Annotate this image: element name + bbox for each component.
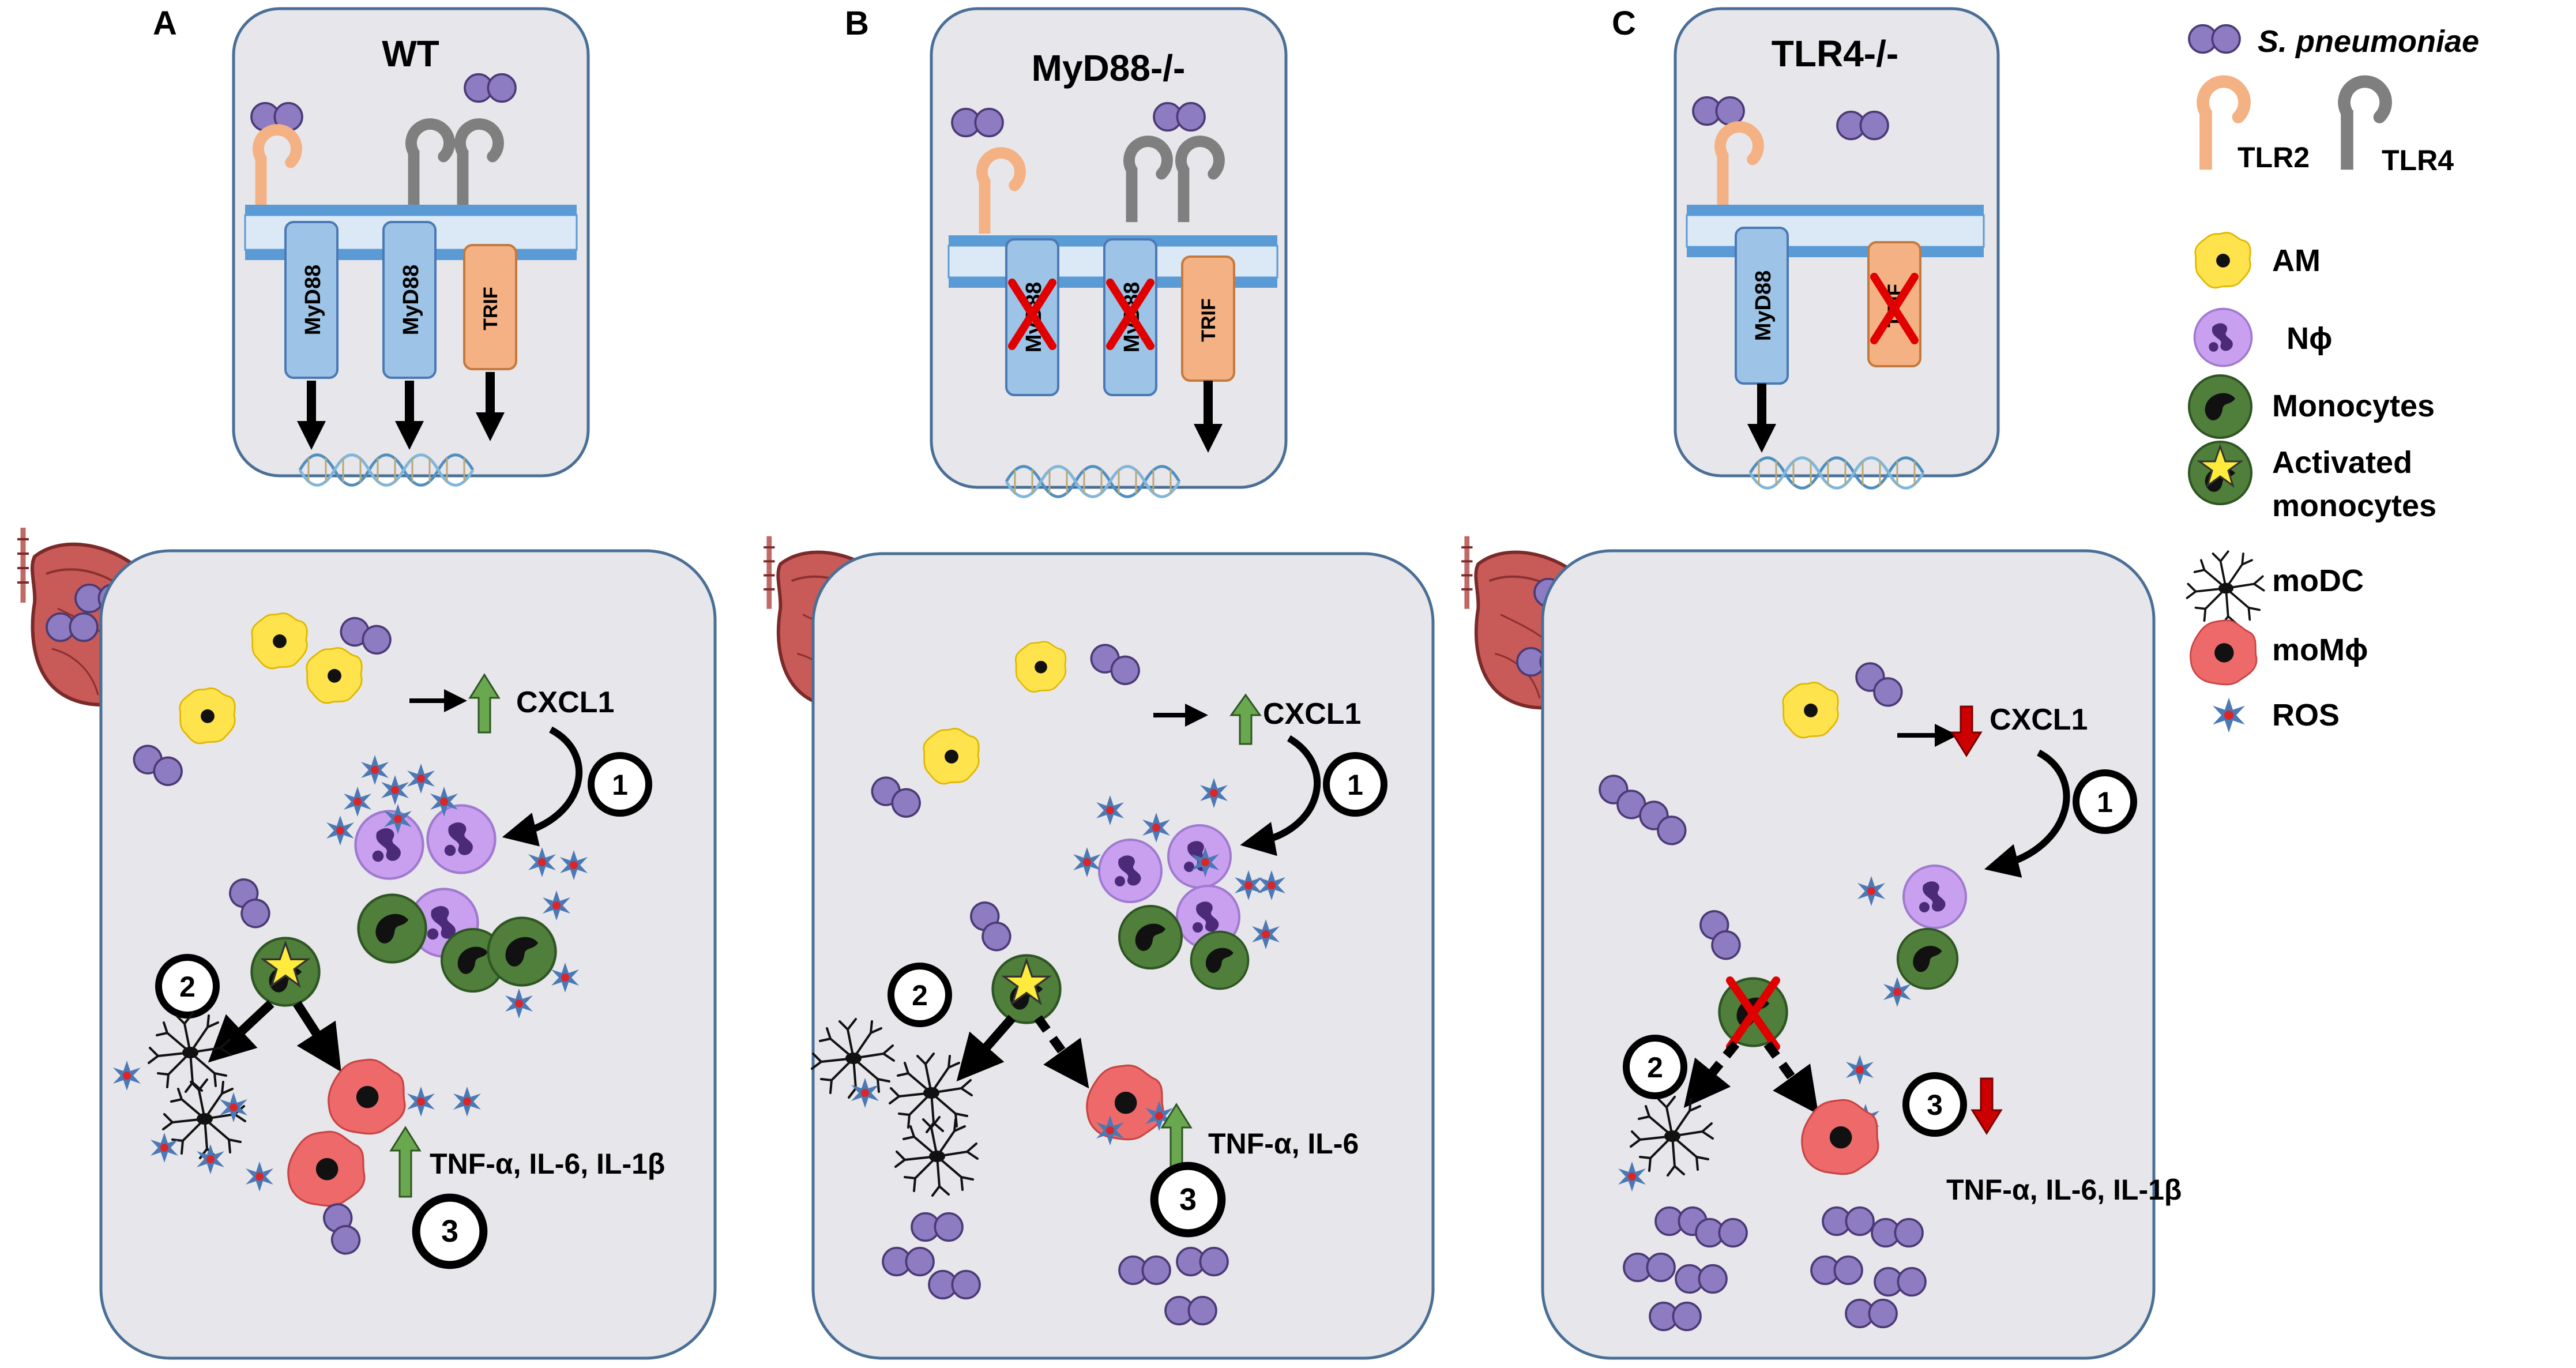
knockout-x-icon: [1008, 279, 1155, 350]
macrophage-icon: [2190, 619, 2258, 686]
legend-label: moDC: [2272, 563, 2364, 598]
svg-text:1: 1: [2097, 786, 2113, 818]
ros-icon: [2213, 697, 2245, 733]
cxcl1-label: CXCL1: [1990, 703, 2088, 736]
svg-text:MyD88: MyD88: [301, 265, 325, 336]
membrane: [1687, 205, 1984, 215]
genotype-title: TLR4-/-: [1772, 33, 1898, 74]
knockout-x-icon: [1726, 976, 1780, 1051]
svg-text:2: 2: [1647, 1051, 1663, 1084]
monocyte-icon: [359, 895, 426, 963]
cytokine-down-arrow: [1970, 1077, 2003, 1135]
neutrophil-icon: [2193, 307, 2253, 367]
macrophage-icon: [328, 1058, 406, 1135]
tissue-box: CXCL1 1 2 3 TNF-α, IL-6, IL: [1541, 549, 2182, 1360]
cxcl1-up-arrow: [1229, 693, 1262, 745]
signaling-box: WT MyD88 MyD88 TRIF: [232, 7, 590, 485]
myd88-adaptor: [284, 221, 339, 379]
signaling-box: MyD88-/- MyD88 MyD88 TRIF: [930, 7, 1288, 497]
monocyte-icon: [2188, 374, 2252, 439]
alveolar-macrophage-icon: [1014, 641, 1067, 693]
monocyte-icon: [1118, 905, 1183, 969]
trif-adaptor: [463, 244, 517, 370]
monocyte-icon: [1190, 930, 1250, 990]
svg-text:TRIF: TRIF: [1198, 298, 1220, 342]
neutrophil-icon: [356, 811, 423, 879]
panel-letter: B: [845, 5, 869, 42]
genotype-title: MyD88-/-: [1032, 47, 1186, 89]
neutrophil-icon: [1902, 865, 1967, 929]
legend-label: Activated: [2272, 445, 2412, 480]
alveolar-macrophage-icon: [1782, 681, 1839, 739]
monocyte-icon: [488, 918, 556, 986]
svg-text:3: 3: [1179, 1182, 1197, 1217]
legend-label: AM: [2272, 243, 2321, 278]
myd88-adaptor: [382, 221, 437, 379]
svg-text:MyD88: MyD88: [1751, 270, 1776, 341]
cxcl1-down-arrow: [1950, 705, 1983, 757]
svg-text:2: 2: [179, 971, 195, 1003]
cxcl1-up-arrow: [468, 673, 501, 734]
cxcl1-label: CXCL1: [1263, 697, 1361, 731]
svg-text:1: 1: [612, 769, 628, 801]
legend-label: S. pneumoniae: [2258, 24, 2479, 59]
legend-label: Monocytes: [2272, 389, 2435, 423]
alveolar-macrophage-icon: [923, 727, 980, 785]
panel-b: B MyD88-/- MyD88 MyD88 TRIF: [764, 5, 1435, 1360]
cytokine-label: TNF-α, IL-6: [1208, 1128, 1359, 1160]
alveolar-macrophage-icon: [251, 612, 308, 670]
svg-text:TRIF: TRIF: [480, 287, 502, 330]
panel-letter: A: [153, 5, 177, 42]
tissue-box: CXCL1 1 2: [811, 552, 1435, 1360]
cxcl1-label: CXCL1: [516, 686, 614, 719]
signaling-box: TLR4-/- MyD88 TRIF: [1674, 7, 2000, 488]
neutrophil-icon: [428, 806, 495, 873]
activated-monocyte-icon: [993, 956, 1061, 1023]
legend-label: TLR4: [2382, 144, 2454, 176]
neutrophil-icon: [1098, 839, 1163, 903]
cytokine-label: TNF-α, IL-6, IL-1β: [1946, 1174, 2182, 1206]
membrane: [245, 205, 577, 215]
legend-label: Nϕ: [2287, 321, 2332, 356]
macrophage-icon: [1801, 1099, 1879, 1175]
alveolar-macrophage-icon: [306, 647, 363, 704]
svg-text:3: 3: [1927, 1089, 1943, 1121]
knockout-x-icon: [1870, 273, 1919, 344]
panel-a: A WT MyD88 MyD88 TRIF: [17, 5, 717, 1360]
cytokine-up-arrow: [389, 1126, 422, 1198]
svg-text:MyD88: MyD88: [399, 265, 423, 336]
macrophage-icon: [287, 1130, 366, 1207]
legend: S. pneumoniae TLR2 TLR4 AM Nϕ Monocytes …: [2186, 24, 2479, 733]
alveolar-macrophage-icon: [2194, 231, 2251, 289]
macrophage-icon: [1086, 1064, 1164, 1141]
legend-label: monocytes: [2272, 488, 2436, 523]
genotype-title: WT: [382, 33, 439, 74]
svg-text:2: 2: [912, 979, 928, 1012]
tissue-box: CXCL1 1: [99, 549, 717, 1360]
legend-label: moMϕ: [2272, 633, 2368, 667]
legend-label: TLR2: [2237, 141, 2310, 174]
cytokine-up-arrow: [1160, 1103, 1193, 1169]
panel-c: C TLR4-/- MyD88 TRIF: [1461, 5, 2182, 1360]
cytokine-label: TNF-α, IL-6, IL-1β: [430, 1148, 665, 1180]
legend-label: ROS: [2272, 698, 2340, 732]
alveolar-macrophage-icon: [179, 687, 236, 745]
activated-monocyte-icon: [252, 938, 319, 1006]
s-pneumoniae-icon: [2188, 24, 2241, 54]
monocyte-icon: [1896, 927, 1959, 990]
svg-text:1: 1: [1347, 769, 1363, 801]
activated-monocyte-icon: [2188, 441, 2252, 505]
neutrophil-icon: [1167, 824, 1232, 889]
tlr4-icon: [2341, 81, 2386, 170]
panel-letter: C: [1612, 5, 1636, 42]
svg-text:3: 3: [441, 1214, 458, 1249]
dendritic-cell-icon: [2186, 550, 2265, 626]
